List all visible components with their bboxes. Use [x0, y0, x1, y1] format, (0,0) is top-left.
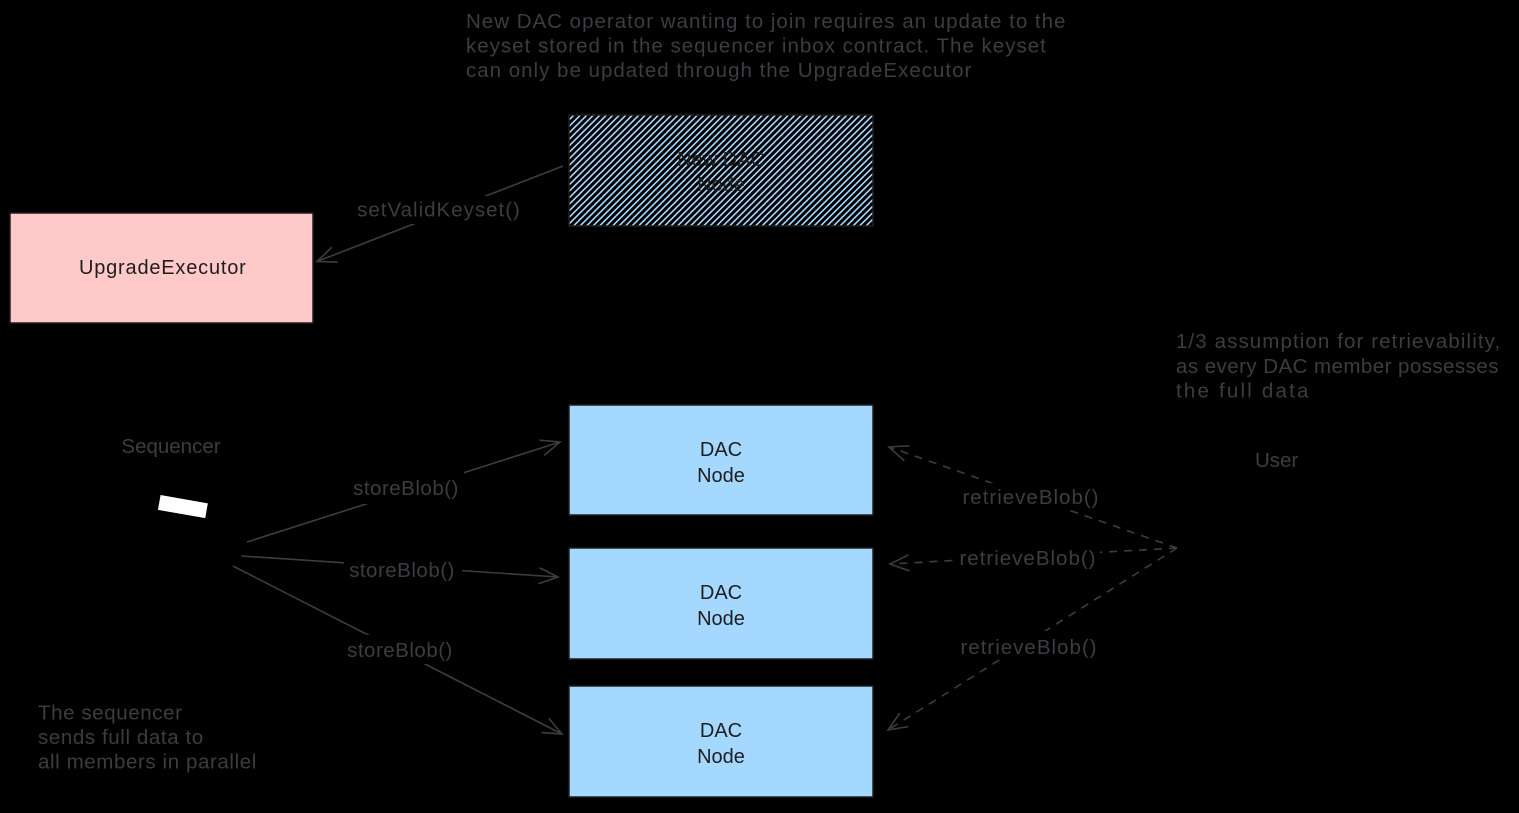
svg-text:sends full data to: sends full data to: [38, 726, 204, 749]
svg-text:DAC: DAC: [700, 439, 742, 461]
svg-text:The sequencer: The sequencer: [38, 702, 183, 725]
svg-text:all members in parallel: all members in parallel: [38, 751, 257, 774]
svg-text:the full data: the full data: [1176, 380, 1311, 403]
svg-text:storeBlob(): storeBlob(): [353, 477, 459, 500]
svg-text:Node: Node: [697, 608, 745, 630]
svg-text:keyset stored in the sequencer: keyset stored in the sequencer inbox con…: [466, 35, 1047, 58]
svg-text:Node: Node: [697, 465, 745, 487]
svg-text:can only be updated through th: can only be updated through the UpgradeE…: [466, 59, 972, 82]
svg-text:as every DAC member possesses: as every DAC member possesses: [1176, 355, 1499, 378]
svg-text:UpgradeExecutor: UpgradeExecutor: [79, 257, 247, 279]
svg-text:Node: Node: [697, 174, 745, 196]
svg-text:setValidKeyset(): setValidKeyset(): [357, 199, 521, 222]
svg-text:retrieveBlob(): retrieveBlob(): [962, 486, 1099, 509]
svg-text:DAC: DAC: [700, 582, 742, 604]
svg-text:New DAC: New DAC: [677, 149, 765, 171]
svg-text:storeBlob(): storeBlob(): [349, 559, 455, 582]
svg-text:DAC: DAC: [700, 720, 742, 742]
svg-text:retrieveBlob(): retrieveBlob(): [960, 636, 1097, 659]
svg-text:Sequencer: Sequencer: [121, 435, 220, 458]
svg-text:1/3 assumption for retrievabil: 1/3 assumption for retrievability,: [1176, 330, 1501, 353]
svg-text:User: User: [1255, 449, 1298, 472]
svg-text:New DAC operator wanting to jo: New DAC operator wanting to join require…: [466, 10, 1066, 33]
svg-text:Node: Node: [697, 746, 745, 768]
svg-text:retrieveBlob(): retrieveBlob(): [959, 547, 1096, 570]
svg-text:storeBlob(): storeBlob(): [347, 639, 453, 662]
